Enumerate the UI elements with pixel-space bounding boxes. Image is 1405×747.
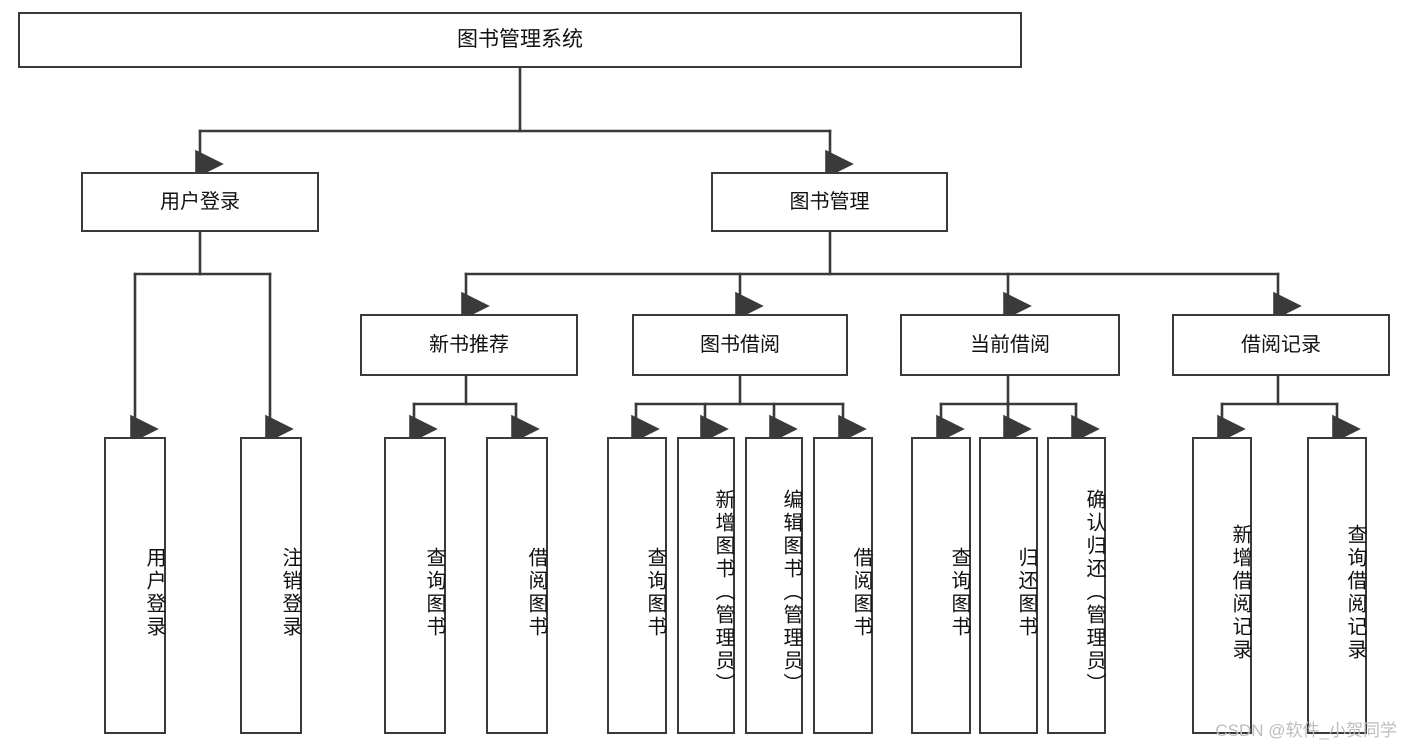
- leaf-label: 归还图书: [1015, 546, 1037, 639]
- leaf-label: 编辑图书（管理员）: [780, 489, 802, 696]
- leaf-label: 查询图书: [644, 546, 666, 639]
- leaf-label: 借阅图书: [525, 546, 547, 639]
- leaf-query-borrow-record[interactable]: 查询借阅记录: [1307, 437, 1367, 734]
- leaf-label: 新增借阅记录: [1229, 523, 1251, 662]
- leaf-query-books-borrowing[interactable]: 查询图书: [607, 437, 667, 734]
- leaf-label: 注销登录: [279, 546, 301, 639]
- node-label: 新书推荐: [429, 333, 509, 356]
- node-root-library-management-system[interactable]: 图书管理系统: [18, 12, 1022, 68]
- leaf-label: 借阅图书: [850, 546, 872, 639]
- leaf-borrow-books-new-recommendation[interactable]: 借阅图书: [486, 437, 548, 734]
- leaf-edit-book-admin[interactable]: 编辑图书（管理员）: [745, 437, 803, 734]
- csdn-watermark: CSDN @软件_小贺同学: [1215, 721, 1397, 740]
- leaf-label: 新增图书（管理员）: [712, 489, 734, 696]
- node-label: 用户登录: [160, 190, 240, 213]
- leaf-label: 用户登录: [143, 546, 165, 639]
- leaf-confirm-return-admin[interactable]: 确认归还（管理员）: [1047, 437, 1106, 734]
- node-label: 图书借阅: [700, 333, 780, 356]
- leaf-label: 确认归还（管理员）: [1083, 489, 1105, 696]
- leaf-user-login[interactable]: 用户登录: [104, 437, 166, 734]
- leaf-return-books[interactable]: 归还图书: [979, 437, 1038, 734]
- node-book-borrowing[interactable]: 图书借阅: [632, 314, 848, 376]
- leaf-add-book-admin[interactable]: 新增图书（管理员）: [677, 437, 735, 734]
- node-current-borrowing[interactable]: 当前借阅: [900, 314, 1120, 376]
- leaf-borrow-books[interactable]: 借阅图书: [813, 437, 873, 734]
- node-book-management[interactable]: 图书管理: [711, 172, 948, 232]
- leaf-label: 查询图书: [423, 546, 445, 639]
- leaf-query-books-new-recommendation[interactable]: 查询图书: [384, 437, 446, 734]
- leaf-add-borrow-record[interactable]: 新增借阅记录: [1192, 437, 1252, 734]
- leaf-query-books-current[interactable]: 查询图书: [911, 437, 971, 734]
- node-user-login[interactable]: 用户登录: [81, 172, 319, 232]
- node-label: 图书管理: [789, 190, 870, 213]
- leaf-label: 查询图书: [948, 546, 970, 639]
- leaf-label: 查询借阅记录: [1344, 523, 1366, 662]
- node-label: 图书管理系统: [457, 27, 583, 51]
- leaf-logout[interactable]: 注销登录: [240, 437, 302, 734]
- node-label: 当前借阅: [970, 333, 1050, 356]
- node-new-book-recommendation[interactable]: 新书推荐: [360, 314, 578, 376]
- node-label: 借阅记录: [1241, 333, 1321, 356]
- node-borrowing-records[interactable]: 借阅记录: [1172, 314, 1390, 376]
